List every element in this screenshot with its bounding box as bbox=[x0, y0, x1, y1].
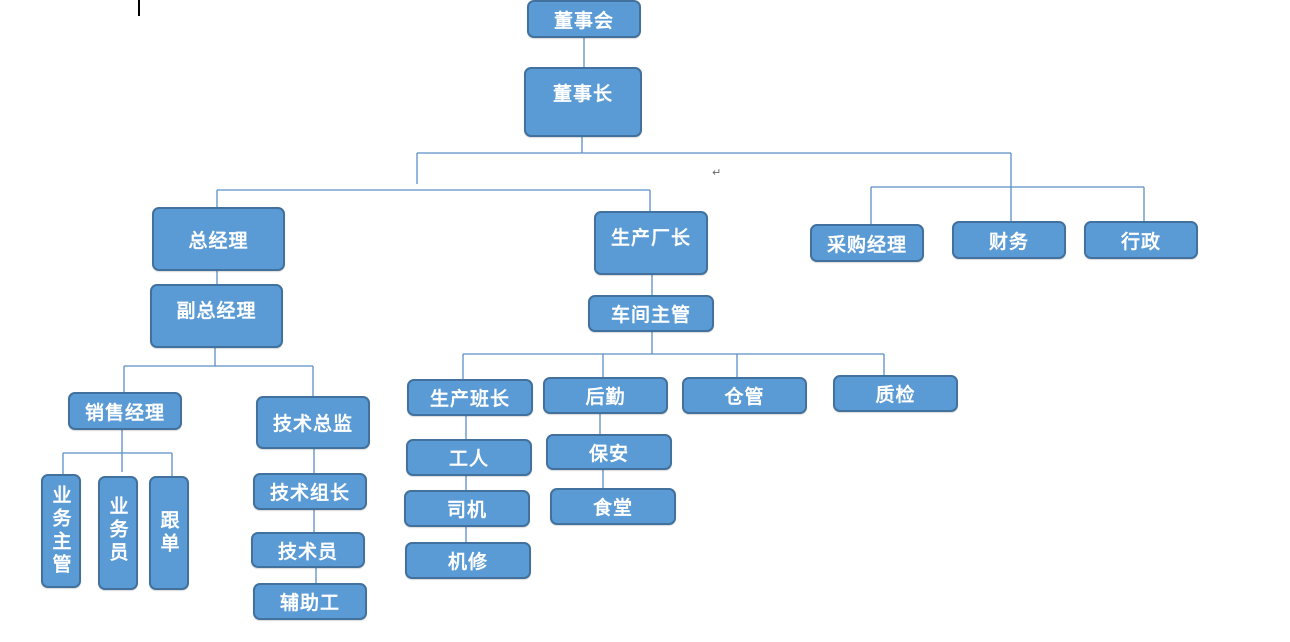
node-label: 副总经理 bbox=[176, 300, 257, 322]
node-deputy-gm: 副总经理 bbox=[150, 284, 283, 348]
node-salesperson: 业务员 bbox=[98, 476, 138, 590]
node-label: 技术组长 bbox=[269, 482, 350, 504]
node-label: 仓管 bbox=[724, 386, 765, 408]
text-cursor bbox=[138, 0, 140, 16]
node-assistant: 辅助工 bbox=[253, 583, 367, 620]
node-purchasing-manager: 采购经理 bbox=[810, 224, 924, 262]
node-team-leader: 生产班长 bbox=[407, 379, 533, 416]
node-label: 生产班长 bbox=[429, 388, 510, 410]
node-canteen: 食堂 bbox=[550, 488, 676, 525]
node-label: 食堂 bbox=[592, 497, 633, 519]
node-security: 保安 bbox=[546, 434, 672, 470]
node-finance: 财务 bbox=[952, 221, 1066, 259]
node-label: 董事长 bbox=[552, 83, 613, 105]
node-mechanic: 机修 bbox=[405, 542, 531, 579]
node-label: 技术总监 bbox=[272, 413, 353, 435]
node-technician: 技术员 bbox=[251, 532, 365, 568]
node-warehouse: 仓管 bbox=[682, 377, 807, 414]
node-label: 销售经理 bbox=[84, 401, 165, 424]
node-chairman: 董事长 bbox=[524, 67, 642, 137]
node-label: 机修 bbox=[447, 551, 488, 573]
node-order-follow: 跟单 bbox=[149, 476, 189, 590]
node-label: 工人 bbox=[448, 448, 489, 470]
node-label: 采购经理 bbox=[826, 233, 907, 256]
node-label: 业务主管 bbox=[49, 485, 72, 577]
node-label: 行政 bbox=[1120, 230, 1161, 253]
node-label: 司机 bbox=[446, 499, 487, 521]
node-sales-manager: 销售经理 bbox=[68, 392, 182, 430]
node-label: 车间主管 bbox=[610, 304, 691, 326]
node-quality: 质检 bbox=[833, 375, 958, 412]
node-admin: 行政 bbox=[1084, 221, 1198, 259]
node-logistics: 后勤 bbox=[543, 377, 668, 414]
node-label: 总经理 bbox=[188, 229, 249, 252]
node-sales-supervisor: 业务主管 bbox=[41, 474, 81, 588]
node-label: 辅助工 bbox=[279, 592, 340, 614]
node-label: 跟单 bbox=[157, 510, 180, 556]
node-driver: 司机 bbox=[404, 490, 530, 527]
node-label: 董事会 bbox=[553, 9, 614, 32]
node-label: 技术员 bbox=[277, 540, 338, 563]
node-label: 质检 bbox=[875, 384, 916, 406]
node-label: 财务 bbox=[988, 230, 1029, 253]
node-gm: 总经理 bbox=[152, 207, 285, 271]
node-label: 后勤 bbox=[585, 386, 626, 408]
node-workshop-supervisor: 车间主管 bbox=[588, 295, 714, 332]
node-worker: 工人 bbox=[406, 439, 532, 476]
node-label: 业务员 bbox=[106, 496, 129, 565]
node-tech-lead: 技术组长 bbox=[253, 473, 367, 510]
node-tech-director: 技术总监 bbox=[256, 396, 370, 449]
node-label: 保安 bbox=[588, 442, 629, 465]
paragraph-mark-icon: ↵ bbox=[712, 166, 722, 179]
node-factory-director: 生产厂长 bbox=[594, 211, 708, 275]
node-label: 生产厂长 bbox=[610, 227, 691, 249]
node-board: 董事会 bbox=[527, 0, 641, 38]
